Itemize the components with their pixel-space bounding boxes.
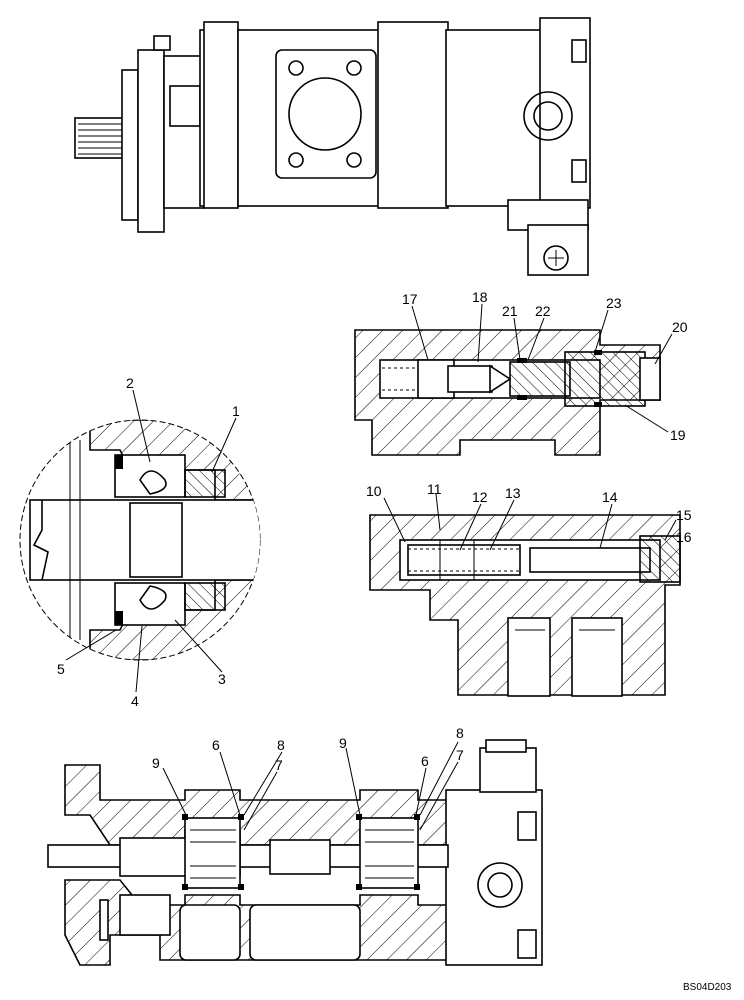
callout-labels: 1 2 3 4 5 9 6 8 7 9 6 8 7 10 11 12 13 14… bbox=[57, 289, 692, 773]
callout-21: 21 bbox=[502, 303, 518, 319]
callout-20: 20 bbox=[672, 319, 688, 335]
pump-exterior-view bbox=[74, 17, 591, 276]
callout-12: 12 bbox=[472, 489, 488, 505]
callout-15: 15 bbox=[676, 507, 692, 523]
figure-code: BS04D203 bbox=[683, 982, 732, 993]
callout-7a: 7 bbox=[275, 757, 283, 773]
callout-8a: 8 bbox=[277, 737, 285, 753]
callout-19: 19 bbox=[670, 427, 686, 443]
callout-6a: 6 bbox=[212, 737, 220, 753]
callout-4: 4 bbox=[131, 693, 139, 709]
flow-control-section bbox=[369, 514, 681, 697]
callout-3: 3 bbox=[218, 671, 226, 687]
callout-7b: 7 bbox=[456, 747, 464, 763]
callout-11: 11 bbox=[427, 481, 442, 497]
callout-23: 23 bbox=[606, 295, 622, 311]
callout-10: 10 bbox=[366, 483, 382, 499]
leader-lines bbox=[65, 303, 677, 831]
pump-cross-section bbox=[47, 739, 543, 966]
callout-2: 2 bbox=[126, 375, 134, 391]
callout-13: 13 bbox=[505, 485, 521, 501]
relief-valve-section bbox=[354, 329, 661, 456]
callout-9a: 9 bbox=[152, 755, 160, 771]
callout-5: 5 bbox=[57, 661, 65, 677]
callout-6b: 6 bbox=[421, 753, 429, 769]
callout-14: 14 bbox=[602, 489, 618, 505]
seal-detail-view bbox=[19, 419, 261, 661]
callout-17: 17 bbox=[402, 291, 418, 307]
callout-8b: 8 bbox=[456, 725, 464, 741]
callout-22: 22 bbox=[535, 303, 551, 319]
callout-18: 18 bbox=[472, 289, 488, 305]
callout-9b: 9 bbox=[339, 735, 347, 751]
callout-1: 1 bbox=[232, 403, 240, 419]
callout-16: 16 bbox=[676, 529, 692, 545]
